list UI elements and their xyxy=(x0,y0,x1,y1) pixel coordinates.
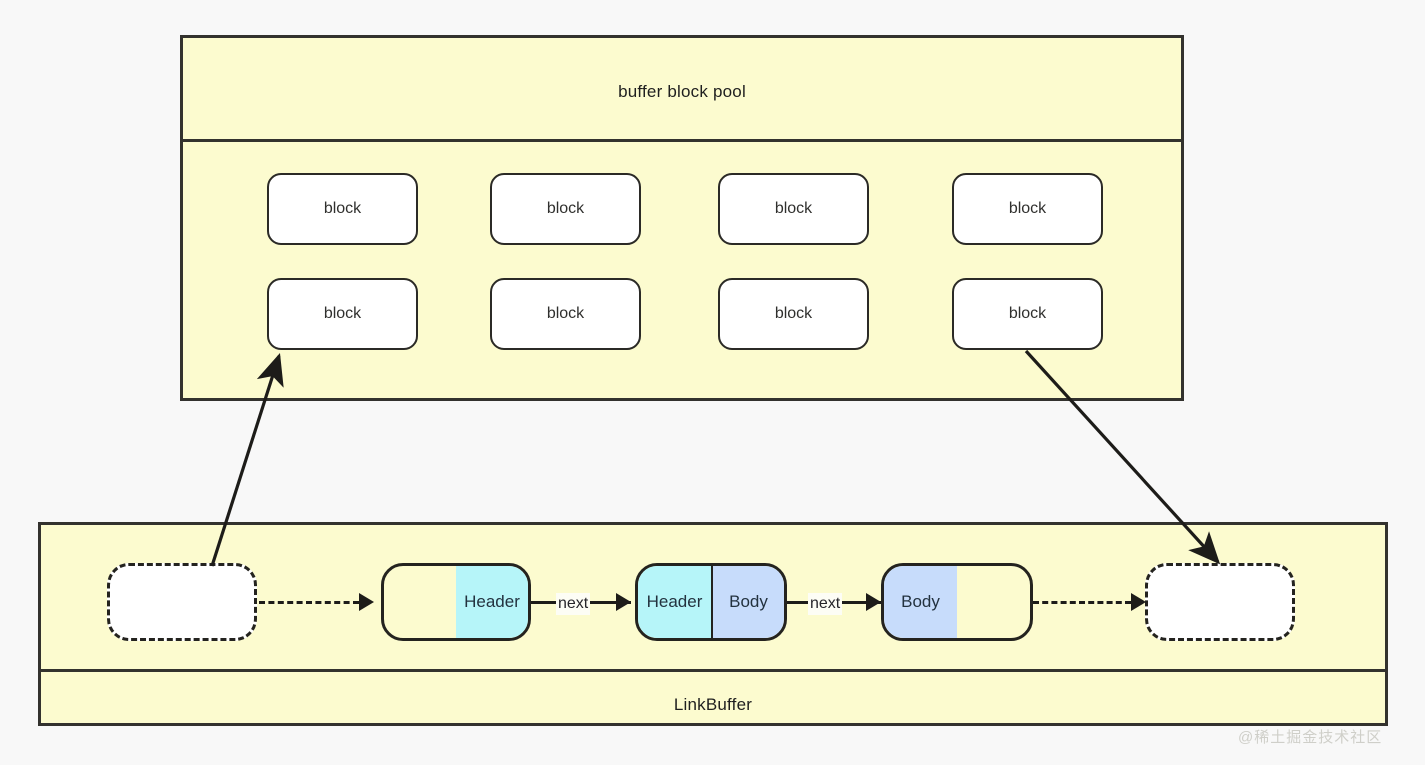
linkbuffer-link-2-arrowhead xyxy=(616,593,631,611)
linkbuffer-link-4-arrowhead xyxy=(1131,593,1146,611)
pool-block-5[interactable]: block xyxy=(267,278,418,350)
node-right-half: Header xyxy=(456,566,528,638)
pool-title-divider xyxy=(183,139,1181,142)
pool-block-6[interactable]: block xyxy=(490,278,641,350)
linkbuffer-node-5[interactable] xyxy=(1145,563,1295,641)
node-left-half xyxy=(110,566,182,638)
node-right-half xyxy=(182,566,254,638)
pool-block-label: block xyxy=(774,305,813,322)
node-left-half: Body xyxy=(884,566,957,638)
node-right-half xyxy=(957,566,1030,638)
linkbuffer-node-4[interactable]: Body xyxy=(881,563,1033,641)
pool-block-label: block xyxy=(323,305,362,322)
linkbuffer-link-3-arrowhead xyxy=(866,593,881,611)
linkbuffer-title-divider xyxy=(41,669,1385,672)
node-right-half: Body xyxy=(711,566,784,638)
node-left-half xyxy=(1148,566,1220,638)
node-left-half: Header xyxy=(638,566,711,638)
pool-block-label: block xyxy=(1008,305,1047,322)
linkbuffer-node-2[interactable]: Header xyxy=(381,563,531,641)
pool-block-label: block xyxy=(774,200,813,217)
linkbuffer-title: LinkBuffer xyxy=(673,695,753,714)
pool-block-label: block xyxy=(546,200,585,217)
linkbuffer-link-1-arrowhead xyxy=(359,593,374,611)
node-right-half xyxy=(1220,566,1292,638)
linkbuffer-node-3[interactable]: Header Body xyxy=(635,563,787,641)
pool-block-2[interactable]: block xyxy=(490,173,641,245)
linkbuffer-link-4 xyxy=(1033,601,1131,604)
pool-block-1[interactable]: block xyxy=(267,173,418,245)
linkbuffer-link-3-label: next xyxy=(808,593,843,615)
pool-block-label: block xyxy=(546,305,585,322)
pool-block-7[interactable]: block xyxy=(718,278,869,350)
pool-block-8[interactable]: block xyxy=(952,278,1103,350)
watermark: @稀土掘金技术社区 xyxy=(1238,729,1383,746)
pool-block-label: block xyxy=(323,200,362,217)
pool-block-4[interactable]: block xyxy=(952,173,1103,245)
linkbuffer-link-2-label: next xyxy=(556,593,591,615)
linkbuffer-link-1 xyxy=(259,601,359,604)
buffer-block-pool-title: buffer block pool xyxy=(618,82,746,101)
pool-block-3[interactable]: block xyxy=(718,173,869,245)
node-left-half xyxy=(384,566,456,638)
pool-block-label: block xyxy=(1008,200,1047,217)
linkbuffer-node-1[interactable] xyxy=(107,563,257,641)
